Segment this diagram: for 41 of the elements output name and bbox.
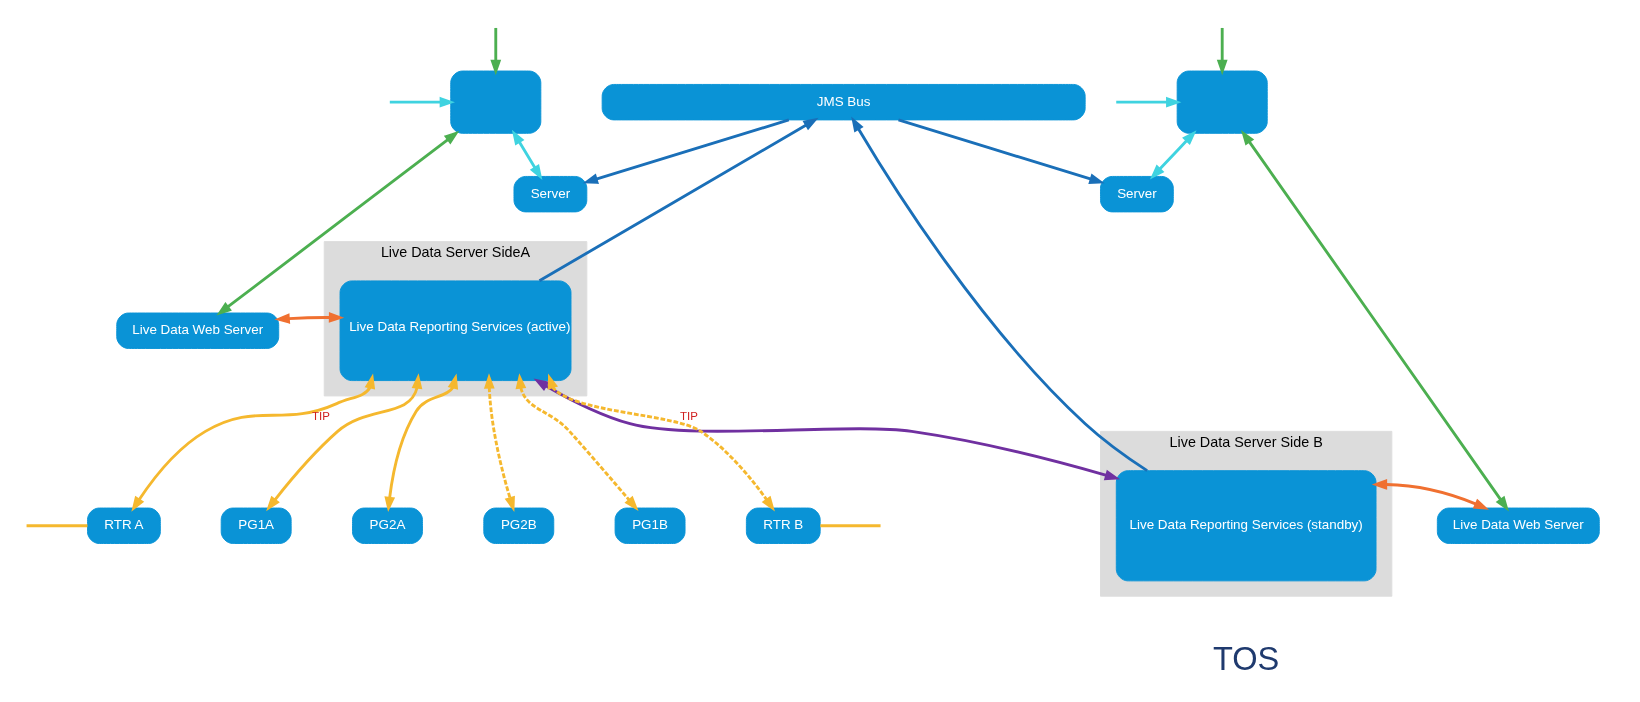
- arrow: [538, 117, 819, 282]
- arrow: [131, 373, 376, 512]
- label: TOS: [1212, 641, 1280, 678]
- arrow: [533, 378, 1121, 481]
- arrow: [547, 373, 775, 512]
- node-box: Server: [513, 175, 588, 213]
- arrow: [384, 373, 459, 513]
- edge-label: TIP: [679, 410, 698, 423]
- node-box: Server: [1100, 175, 1174, 213]
- arrow: [1216, 27, 1228, 76]
- arrow: [274, 312, 345, 324]
- node-box: JMS Bus: [601, 83, 1086, 121]
- arrow: [490, 27, 502, 76]
- node-box: Live Data Reporting Services (active): [339, 280, 572, 382]
- node-box: [450, 70, 542, 134]
- arrow: [1116, 96, 1182, 108]
- arrow: [216, 130, 460, 316]
- node-box: PG2A: [352, 507, 423, 544]
- arrow: [515, 373, 639, 512]
- arrow: [483, 373, 515, 512]
- node-box: Live Data Web Server: [116, 312, 280, 349]
- node-box: [1176, 70, 1268, 134]
- node-box: PG2B: [483, 507, 555, 544]
- connector: [820, 524, 881, 528]
- node-box: RTR A: [87, 507, 161, 544]
- node-box: PG1A: [220, 507, 292, 544]
- edge-label: TIP: [311, 410, 330, 423]
- arrow: [389, 96, 455, 108]
- arrow: [1371, 479, 1489, 510]
- node-box: RTR B: [745, 507, 821, 544]
- arrow: [898, 118, 1105, 184]
- arrow: [851, 116, 1148, 472]
- arrow: [1149, 130, 1197, 180]
- node-box: Live Data Reporting Services (standby): [1115, 470, 1377, 582]
- arrow: [582, 118, 790, 184]
- node-box: Live Data Web Server: [1436, 507, 1600, 544]
- arrow: [1241, 129, 1509, 512]
- connector: [26, 524, 88, 528]
- arrow: [511, 129, 543, 181]
- node-box: PG1B: [614, 507, 686, 544]
- arrow: [266, 373, 423, 512]
